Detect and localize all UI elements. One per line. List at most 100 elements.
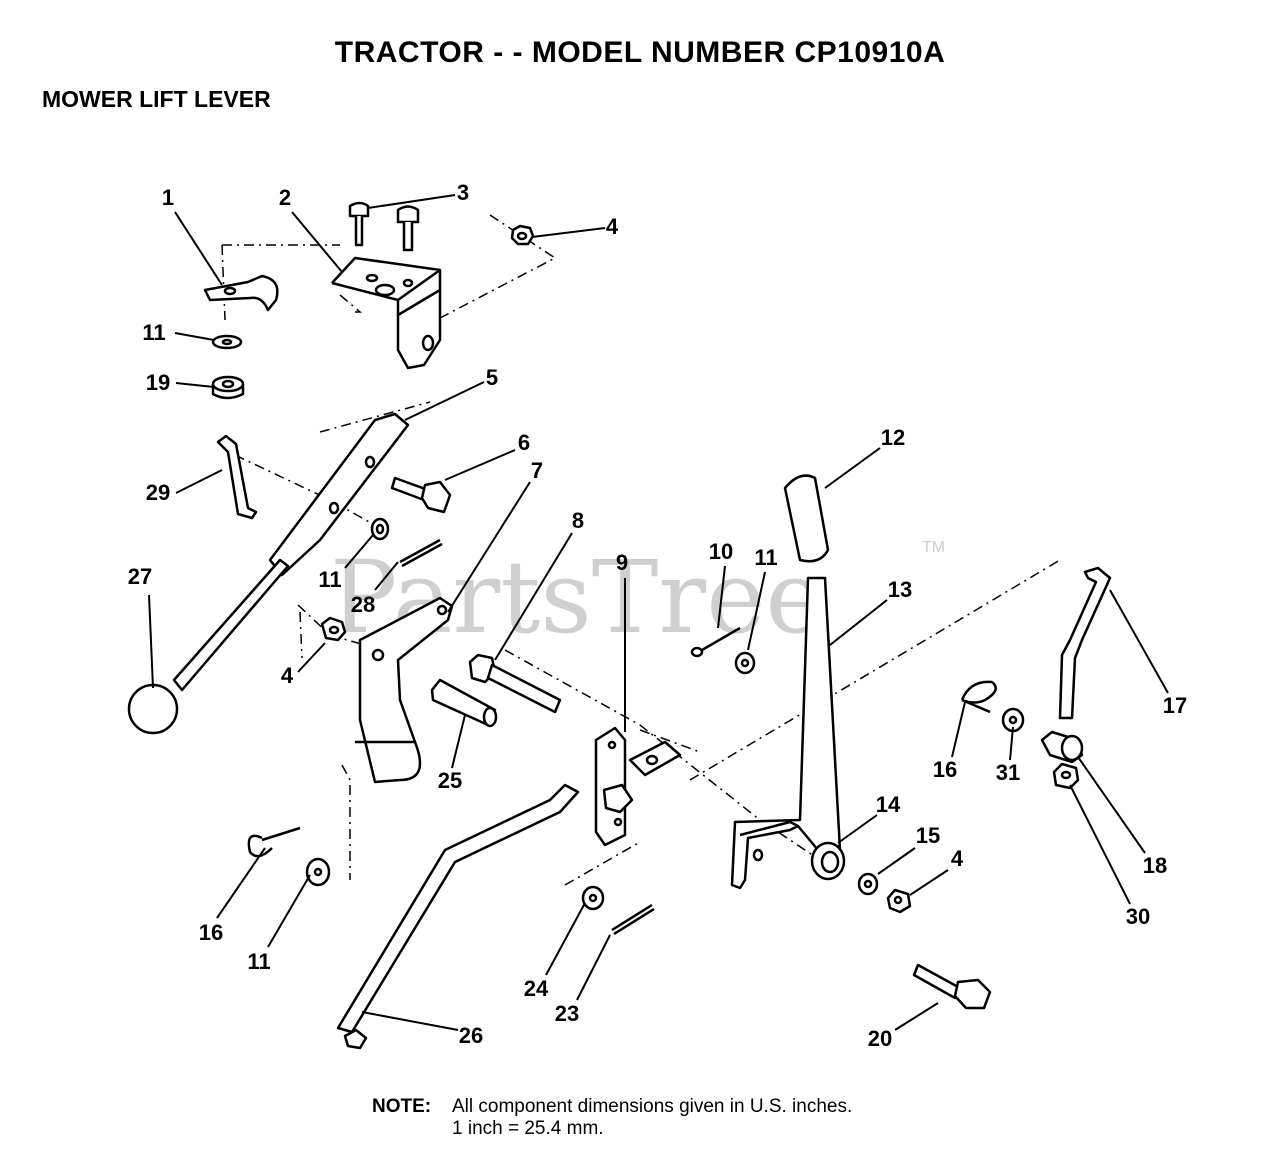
callout-leader-3 (367, 194, 456, 209)
callout-label-20[interactable]: 20 (868, 1026, 892, 1051)
part-8-long-bolt (468, 653, 562, 714)
callout-leader-16 (216, 847, 266, 919)
callout-label-4[interactable]: 4 (606, 214, 619, 239)
callout-label-25[interactable]: 25 (438, 768, 462, 793)
callout-leader-18 (1077, 756, 1146, 854)
part-3-bolts (348, 201, 420, 252)
callout-label-8[interactable]: 8 (572, 508, 584, 533)
note-label: NOTE: (372, 1096, 432, 1117)
part-10-cotter-pin (690, 626, 741, 658)
callout-label-3[interactable]: 3 (457, 180, 469, 205)
note-line-2: 1 inch = 25.4 mm. (452, 1118, 604, 1139)
callout-label-9[interactable]: 9 (616, 550, 628, 575)
callout-label-2[interactable]: 2 (279, 185, 291, 210)
part-7-lever-plate (355, 596, 454, 784)
callout-leader-28 (374, 561, 399, 591)
callout-label-31[interactable]: 31 (996, 760, 1020, 785)
part-11-washer-lower (305, 857, 331, 887)
callout-label-17[interactable]: 17 (1163, 693, 1187, 718)
callout-leader-30 (1069, 784, 1131, 905)
watermark-trademark: TM (922, 539, 945, 556)
callout-leader-25 (451, 714, 466, 769)
callout-label-16[interactable]: 16 (933, 757, 957, 782)
callout-label-29[interactable]: 29 (146, 480, 170, 505)
callout-leader-29 (175, 469, 223, 494)
callout-label-13[interactable]: 13 (888, 577, 912, 602)
callout-label-18[interactable]: 18 (1143, 853, 1167, 878)
callout-leader-26 (361, 1011, 459, 1031)
section-title: MOWER LIFT LEVER (42, 86, 271, 112)
callout-leader-8 (494, 532, 573, 661)
callout-label-5[interactable]: 5 (486, 365, 498, 390)
callout-label-4[interactable]: 4 (281, 663, 294, 688)
part-17-adjusting-rod (1058, 566, 1112, 720)
callout-label-1[interactable]: 1 (162, 185, 174, 210)
callout-label-30[interactable]: 30 (1126, 904, 1150, 929)
callout-leader-4 (909, 869, 949, 896)
part-14-bushing (810, 841, 846, 881)
part-16-hair-pin-right (960, 680, 997, 714)
callout-label-28[interactable]: 28 (351, 592, 375, 617)
callout-label-4[interactable]: 4 (951, 846, 964, 871)
part-19-spacer (211, 375, 245, 400)
part-11-washer-middle (370, 517, 390, 541)
callout-label-26[interactable]: 26 (459, 1023, 483, 1048)
callout-leader-4 (531, 227, 606, 238)
part-24-washer (581, 885, 605, 911)
callout-leader-31 (1009, 726, 1014, 761)
assembly-lines (221, 214, 1061, 886)
callout-label-12[interactable]: 12 (881, 425, 905, 450)
callout-leader-14 (837, 814, 878, 844)
callout-leader-7 (447, 481, 531, 613)
part-13-lift-lever (730, 576, 842, 890)
callout-label-15[interactable]: 15 (916, 823, 940, 848)
callout-label-11[interactable]: 11 (318, 567, 341, 592)
callout-label-16[interactable]: 16 (199, 920, 223, 945)
callout-leader-20 (894, 1002, 939, 1031)
callout-label-24[interactable]: 24 (524, 976, 549, 1001)
callout-label-23[interactable]: 23 (555, 1001, 579, 1026)
part-18-trunnion (1040, 730, 1084, 764)
callout-leader-11 (747, 571, 766, 651)
callout-leader-27 (148, 594, 154, 689)
callout-leader-12 (824, 447, 881, 489)
callout-leader-16 (951, 701, 966, 758)
callout-leader-13 (829, 599, 888, 646)
part-6-bolt (390, 476, 452, 514)
callout-leader-2 (291, 211, 343, 273)
part-27-knob-rod (127, 558, 290, 735)
part-29-link (216, 434, 258, 520)
callout-label-11[interactable]: 11 (247, 949, 270, 974)
part-4-nut-middle (320, 616, 347, 642)
callout-leader-11 (267, 874, 311, 948)
callout-leader-15 (877, 847, 916, 875)
callout-label-7[interactable]: 7 (531, 458, 543, 483)
callout-leader-4 (297, 642, 326, 673)
part-11-washer-upper (211, 334, 243, 350)
diagram-title: TRACTOR - - MODEL NUMBER CP10910A (334, 36, 946, 69)
callout-label-14[interactable]: 14 (876, 792, 901, 817)
callout-leader-6 (444, 449, 516, 481)
part-26-link-rod (336, 783, 580, 1050)
callout-leader-11 (174, 332, 215, 341)
part-4-nut-top (510, 224, 535, 246)
callout-label-19[interactable]: 19 (146, 370, 170, 395)
part-16-hair-pin-left (247, 826, 301, 858)
part-15-washer (857, 872, 879, 896)
part-30-nut (1052, 762, 1080, 790)
part-20-bolt (912, 963, 992, 1010)
callout-label-11[interactable]: 11 (754, 545, 777, 570)
callout-leader-19 (175, 382, 215, 388)
callout-label-11[interactable]: 11 (142, 320, 165, 345)
callout-label-10[interactable]: 10 (709, 539, 733, 564)
callout-leader-11 (344, 534, 374, 569)
part-25-sleeve (430, 678, 498, 728)
part-28-cotter-pin (399, 538, 443, 568)
part-5-lift-arm (268, 412, 410, 577)
part-4-nut-lower (886, 888, 912, 914)
callout-label-27[interactable]: 27 (128, 564, 152, 589)
callout-label-6[interactable]: 6 (518, 430, 530, 455)
callout-leader-1 (174, 211, 223, 286)
